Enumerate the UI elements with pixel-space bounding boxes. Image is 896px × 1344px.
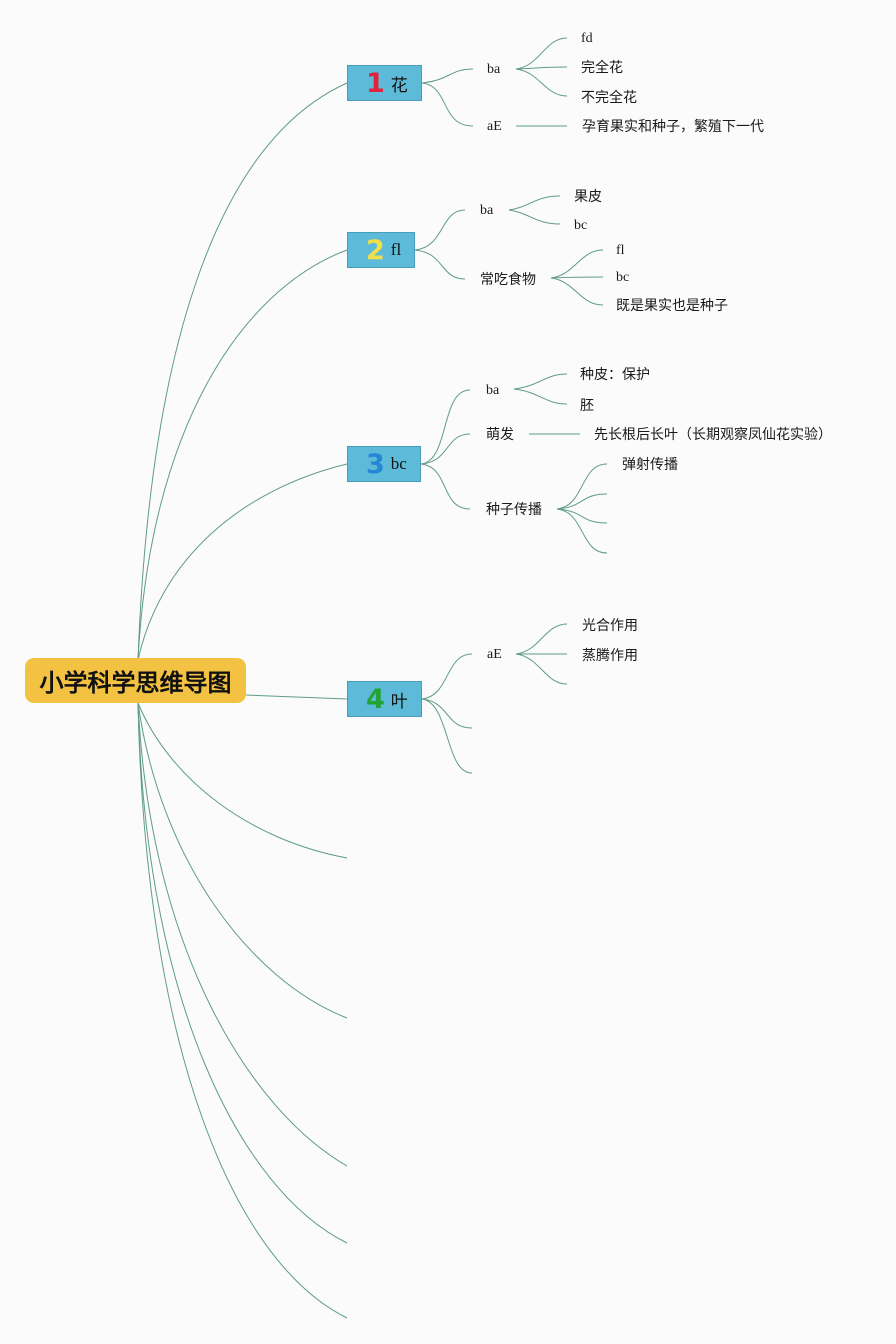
subtopic-4-1[interactable]: aE: [487, 647, 502, 662]
branch-topic-2[interactable]: 2 fl: [347, 232, 415, 268]
leaf-4-1-2[interactable]: 蒸腾作用: [582, 647, 638, 663]
leaf-1-2-1[interactable]: 孕育果实和种子，繁殖下一代: [582, 118, 764, 134]
leaf-3-2-1[interactable]: 先长根后长叶（长期观察凤仙花实验）: [594, 426, 832, 442]
leaf-1-1-2[interactable]: 完全花: [581, 59, 623, 75]
branch-title-3: bc: [390, 454, 407, 473]
number-badge-2: 2: [366, 234, 385, 266]
subtopic-3-1[interactable]: ba: [486, 383, 500, 398]
branch-title-1: 花: [390, 75, 408, 96]
branch-title-4: 叶: [390, 691, 408, 712]
leaf-2-1-1[interactable]: 果皮: [574, 188, 602, 204]
leaf-3-3-1[interactable]: 弹射传播: [622, 456, 678, 472]
branch-topic-1[interactable]: 1 花: [347, 65, 422, 101]
leaf-3-1-1[interactable]: 种皮：保护: [580, 366, 650, 382]
number-badge-3: 3: [366, 448, 385, 480]
subtopic-3-3[interactable]: 种子传播: [486, 501, 542, 517]
root-title: 小学科学思维导图: [39, 669, 232, 697]
subtopic-2-2[interactable]: 常吃食物: [480, 271, 536, 287]
subtopic-1-2[interactable]: aE: [487, 119, 502, 134]
branch-topic-3[interactable]: 3 bc: [347, 446, 421, 482]
subtopic-2-1[interactable]: ba: [480, 203, 494, 218]
number-badge-1: 1: [366, 67, 385, 99]
subtopic-3-2[interactable]: 萌发: [486, 426, 514, 442]
leaf-2-2-3[interactable]: 既是果实也是种子: [616, 297, 728, 313]
branch-title-2: fl: [390, 240, 402, 259]
leaf-1-1-3[interactable]: 不完全花: [581, 89, 637, 105]
leaf-3-1-2[interactable]: 胚: [580, 397, 594, 413]
subtopic-1-1[interactable]: ba: [487, 62, 501, 77]
leaf-4-1-1[interactable]: 光合作用: [582, 617, 638, 633]
number-badge-4: 4: [366, 683, 385, 715]
leaf-2-2-2[interactable]: bc: [616, 270, 630, 285]
leaf-2-1-2[interactable]: bc: [574, 218, 588, 233]
leaf-1-1-1[interactable]: fd: [581, 31, 593, 46]
branch-topic-4[interactable]: 4 叶: [347, 681, 422, 717]
leaf-2-2-1[interactable]: fl: [616, 243, 625, 258]
root-topic[interactable]: 小学科学思维导图: [25, 658, 246, 703]
